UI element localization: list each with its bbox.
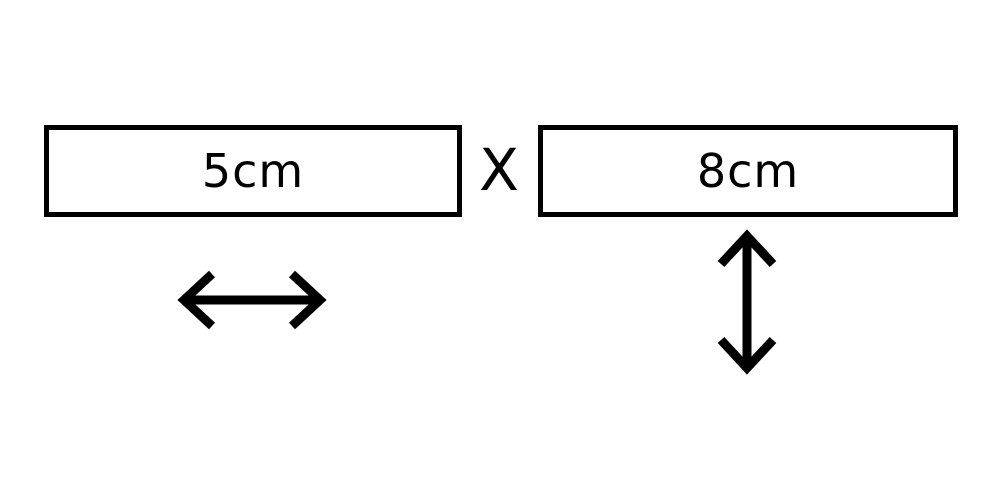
horizontal-double-arrow-icon: [177, 270, 327, 330]
width-box: 5cm: [44, 125, 462, 217]
vertical-double-arrow-icon: [717, 229, 777, 375]
multiply-sign: X: [479, 136, 519, 204]
height-box: 8cm: [538, 125, 958, 217]
height-label: 8cm: [696, 144, 800, 198]
width-label: 5cm: [201, 144, 305, 198]
